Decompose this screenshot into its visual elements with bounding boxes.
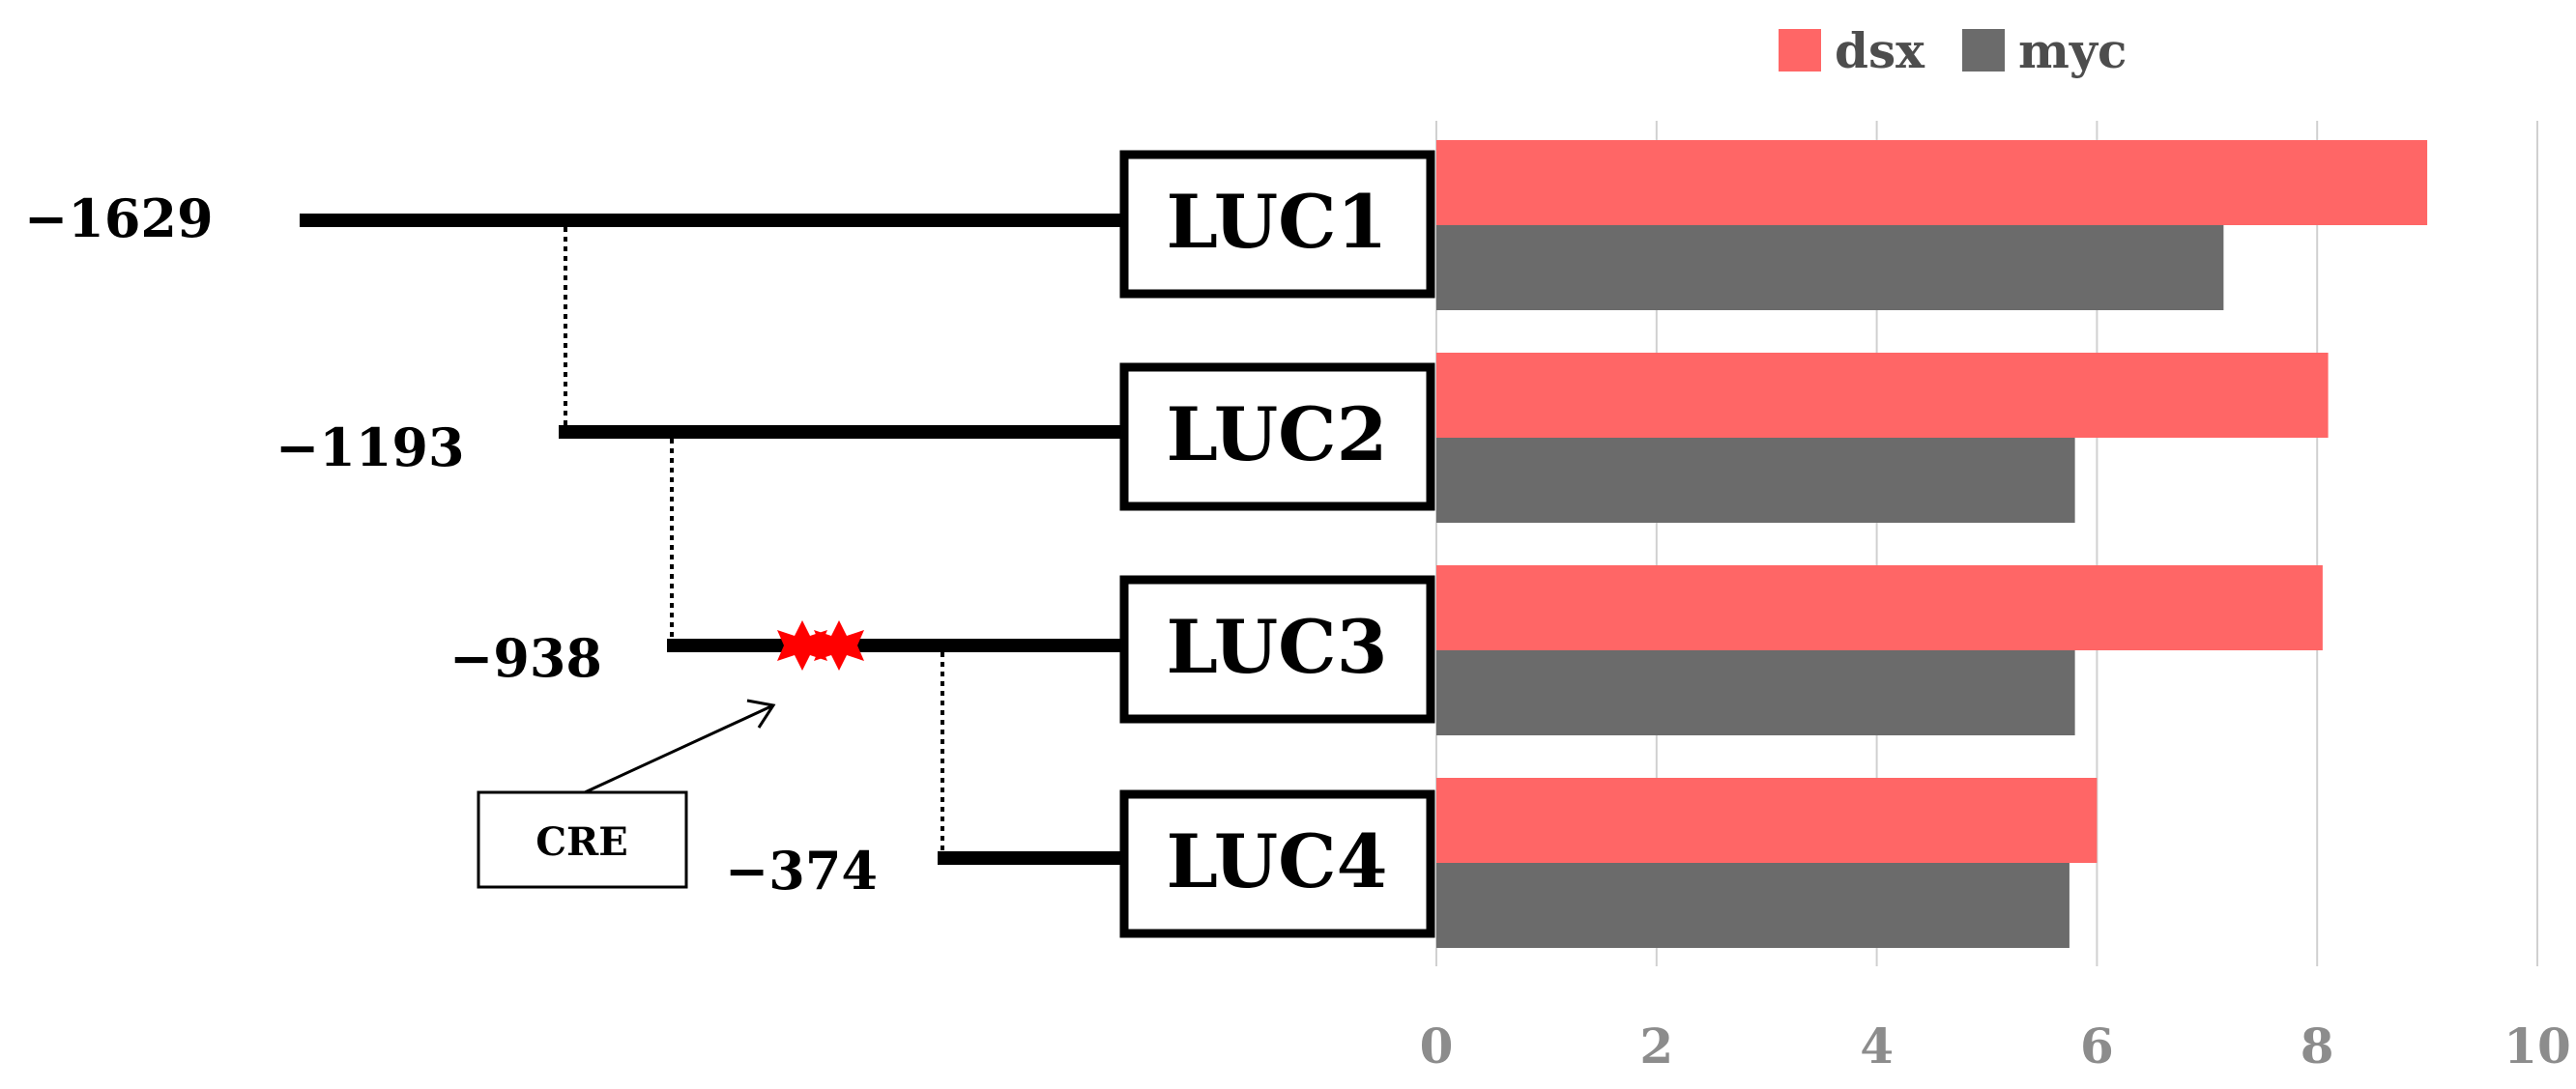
- bar-myc-luc3: [1436, 650, 2075, 735]
- construct-label-luc2: LUC2: [1167, 391, 1388, 477]
- x-axis-ticks: 0 2 4 6 8 10: [1420, 1017, 2571, 1075]
- x-tick-label-4: 4: [1860, 1017, 1894, 1075]
- bars: [1436, 140, 2428, 948]
- construct-box-luc4: [1119, 789, 1435, 938]
- construct-label-luc4: LUC4: [1167, 818, 1388, 904]
- legend-swatch-myc: [1962, 29, 2005, 72]
- x-tick-label-2: 2: [1639, 1017, 1673, 1075]
- x-tick-label-10: 10: [2504, 1017, 2571, 1075]
- construct-box-luc3: [1119, 575, 1435, 724]
- cre-element-marker: [777, 620, 864, 671]
- bar-dsx-luc1: [1436, 140, 2428, 225]
- legend-label-dsx: dsx: [1835, 22, 1925, 79]
- bar-dsx-luc3: [1436, 565, 2323, 650]
- x-tick-label-6: 6: [2080, 1017, 2114, 1075]
- position-label-374: −374: [725, 840, 878, 902]
- cre-star-right: [814, 620, 864, 671]
- cre-arrow-head: [746, 699, 776, 729]
- x-tick-label-8: 8: [2301, 1017, 2334, 1075]
- x-tick-label-0: 0: [1420, 1017, 1454, 1075]
- position-label-1629: −1629: [24, 187, 214, 249]
- bar-dsx-luc4: [1436, 778, 2098, 863]
- bar-myc-luc1: [1436, 225, 2224, 310]
- position-label-938: −938: [449, 627, 602, 689]
- cre-label-box: [477, 790, 688, 889]
- cre-star-left: [777, 620, 827, 671]
- construct-box-luc1: [1119, 150, 1435, 299]
- legend-label-myc: myc: [2018, 22, 2127, 79]
- construct-box-luc2: [1119, 362, 1435, 511]
- position-label-1193: −1193: [275, 416, 465, 478]
- construct-label-luc1: LUC1: [1167, 179, 1388, 265]
- legend: dsx myc: [1779, 22, 2127, 79]
- promoter-diagram: −1629 −1193 −938 −374 CRE LUC1 LUC2 LUC3…: [24, 150, 1435, 938]
- construct-label-luc3: LUC3: [1167, 604, 1388, 690]
- cre-arrow-shaft: [584, 703, 774, 794]
- bar-myc-luc2: [1436, 438, 2075, 523]
- bar-dsx-luc2: [1436, 353, 2329, 438]
- cre-label: CRE: [535, 819, 628, 865]
- bar-myc-luc4: [1436, 863, 2069, 948]
- legend-swatch-dsx: [1779, 29, 1821, 72]
